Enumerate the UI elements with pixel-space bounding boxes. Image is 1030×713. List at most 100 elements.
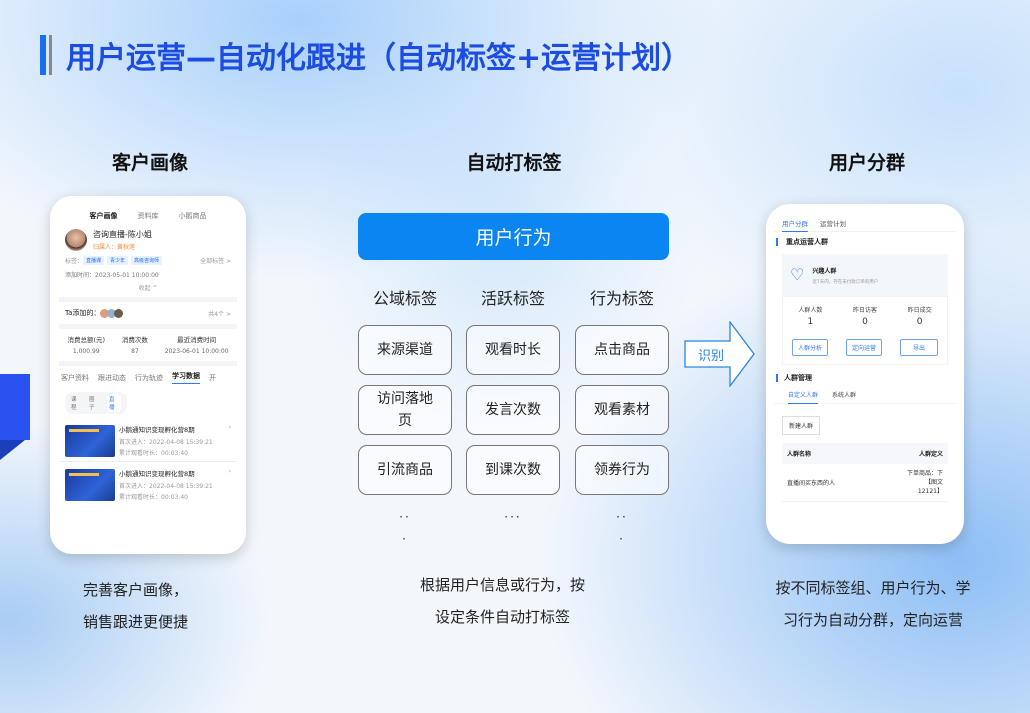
user-behavior-banner: 用户行为	[358, 213, 669, 260]
stat-value: 2023-06-01 10:00:00	[164, 348, 229, 355]
manage-section-title: 人群管理	[776, 374, 956, 382]
tab-system-group[interactable]: 系统人群	[832, 392, 857, 399]
stat-value: 1	[807, 317, 814, 327]
segment-tabs: 用户分群 运营计划	[774, 214, 956, 232]
subtab-behavior[interactable]: 行为轨迹	[135, 373, 163, 382]
title-accent-bar-gray	[49, 35, 52, 75]
subtab-follow-up[interactable]: 跟进动态	[98, 373, 126, 382]
item-watch-time: 累计观看时长：00:03:40	[119, 494, 188, 501]
avatar	[114, 308, 124, 318]
page-title: 用户运营—自动化跟进（自动标签+运营计划）	[66, 41, 692, 76]
avatar	[107, 308, 117, 318]
title-accent-bar	[40, 35, 46, 75]
tab-products[interactable]: 小鹅商品	[178, 212, 207, 220]
group-analysis-button[interactable]: 人群分析	[791, 339, 828, 356]
tab-ops-plan[interactable]: 运营计划	[820, 220, 846, 228]
learning-item[interactable]: 小鹅通知识变现孵化营8期 首次进入：2022-04-08 15:39:21 累计…	[59, 420, 237, 462]
chevron-right-icon: ›	[228, 424, 231, 431]
stat-value: 0	[862, 317, 868, 327]
chevron-right-icon: ›	[228, 468, 231, 475]
stat-value: 0	[916, 317, 923, 327]
course-thumbnail	[65, 424, 115, 457]
section-heading-segment: 用户分群	[828, 152, 905, 174]
targeted-ops-button[interactable]: 定向运营	[845, 339, 882, 356]
caption-line: 设定条件自动打标签	[434, 608, 570, 626]
caption-line: 按不同标签组、用户行为、学	[775, 579, 971, 597]
tags-label: 标签：	[65, 258, 84, 265]
subtab-learning-data[interactable]: 学习数据	[172, 371, 200, 384]
tab-user-segment[interactable]: 用户分群	[782, 218, 808, 232]
filter-circle[interactable]: 圈子	[89, 397, 95, 411]
stat-label: 昨日访客	[852, 307, 877, 314]
caption-profile: 完善客户画像， 销售跟进更便捷	[83, 574, 188, 638]
subtab-customer-info[interactable]: 客户资料	[61, 373, 89, 382]
added-time: 添加时间：2023-05-01 10:00:00	[65, 272, 159, 279]
ta-added-label: Ta添加的：	[65, 309, 101, 317]
caption-segment: 按不同标签组、用户行为、学 习行为自动分群，定向运营	[748, 572, 998, 636]
more-dots: ·· ·	[616, 510, 628, 546]
identify-label: 识别	[698, 349, 725, 364]
page-header: 用户运营—自动化跟进（自动标签+运营计划）	[40, 33, 691, 77]
more-dots: ·· ·	[399, 510, 411, 546]
manage-tabs: 自定义人群 系统人群	[774, 382, 956, 404]
customer-profile-phone: 客户画像 资料库 小鹅商品 咨询直播-陈小姐 归属人：黄秋莲 标签： 直播课 青…	[50, 196, 246, 554]
subtab-more[interactable]: 开	[209, 373, 216, 382]
tag-box: 领券行为	[575, 445, 669, 495]
group-name: 兴趣人群	[812, 267, 837, 275]
learning-item[interactable]: 小鹅通知识变现孵化营8期 首次进入：2022-04-08 15:39:21 累计…	[59, 462, 237, 505]
tag-chip: 高级咨询师	[131, 256, 163, 265]
tab-custom-group[interactable]: 自定义人群	[788, 390, 819, 404]
caption-autotag: 根据用户信息或行为，按 设定条件自动打标签	[380, 569, 625, 633]
tag-box: 到课次数	[466, 445, 560, 495]
all-tags-link[interactable]: 全部标签 >	[200, 258, 231, 265]
collapse-link[interactable]: 收起 ^	[138, 285, 158, 292]
profile-subtabs: 客户资料 跟进动态 行为轨迹 学习数据 开	[59, 366, 237, 384]
export-button[interactable]: 导出	[899, 339, 938, 356]
key-section-title: 重点运营人群	[776, 238, 956, 246]
stat-label: 昨日成交	[907, 307, 932, 314]
item-title: 小鹅通知识变现孵化营8期	[119, 470, 195, 478]
tag-box: 发言次数	[466, 385, 560, 435]
profile-tabs: 客户画像 资料库 小鹅商品	[59, 205, 237, 225]
table-row[interactable]: 直播间买东西的人 下单商品：下【图文 12121】	[782, 464, 948, 502]
tag-chip: 青少年	[107, 256, 129, 265]
new-group-button[interactable]: 新建人群	[782, 416, 821, 435]
arrow-right-icon	[684, 320, 755, 388]
tag-box: 观看素材	[575, 385, 669, 435]
column-header-behavior: 行为标签	[589, 289, 654, 308]
course-thumbnail	[65, 468, 115, 501]
tab-customer-profile[interactable]: 客户画像	[89, 212, 118, 220]
item-first-enter: 首次进入：2022-04-08 15:39:21	[119, 483, 213, 490]
caption-line: 习行为自动分群，定向运营	[782, 611, 963, 629]
tag-box: 观看时长	[466, 325, 560, 375]
column-header: 人群名称	[787, 451, 812, 458]
stat-label: 消费总额(元)	[67, 336, 106, 344]
segment-phone: 用户分群 运营计划 重点运营人群 ♡ 兴趣人群 近7天内，存在未付款订单的用户 …	[766, 204, 964, 544]
table-header: 人群名称 人群定义	[782, 443, 948, 464]
heart-icon: ♡	[790, 265, 805, 284]
filter-live[interactable]: 直播	[107, 394, 121, 412]
filter-course[interactable]: 课程	[71, 397, 77, 411]
section-heading-autotag: 自动打标签	[466, 152, 562, 174]
column-header: 人群定义	[918, 451, 943, 458]
profile-card: 咨询直播-陈小姐 归属人：黄秋莲 标签： 直播课 青少年 高级咨询师 全部标签 …	[59, 225, 237, 292]
ta-added-row[interactable]: Ta添加的： 共4个 >	[59, 302, 237, 324]
filter-pills: 课程 圈子 直播	[65, 392, 127, 414]
stat-label: 消费次数	[121, 336, 148, 344]
divider	[59, 297, 237, 302]
item-first-enter: 首次进入：2022-04-08 15:39:21	[119, 439, 213, 446]
tab-library[interactable]: 资料库	[137, 212, 159, 220]
customer-name: 咨询直播-陈小姐	[93, 230, 152, 239]
stat-value: 87	[131, 348, 139, 355]
interest-group-card[interactable]: ♡ 兴趣人群 近7天内，存在未付款订单的用户	[782, 254, 948, 296]
tag-chip: 直播课	[83, 256, 105, 265]
identify-arrow: 识别	[684, 320, 756, 388]
column-header-public: 公域标签	[372, 289, 437, 308]
item-title: 小鹅通知识变现孵化营8期	[119, 426, 195, 434]
left-accent-block	[0, 374, 30, 440]
tag-box: 来源渠道	[358, 325, 452, 375]
group-desc: 近7天内，存在未付款订单的用户	[812, 279, 879, 285]
divider	[59, 324, 237, 329]
stat-label: 人群人数	[798, 307, 823, 314]
